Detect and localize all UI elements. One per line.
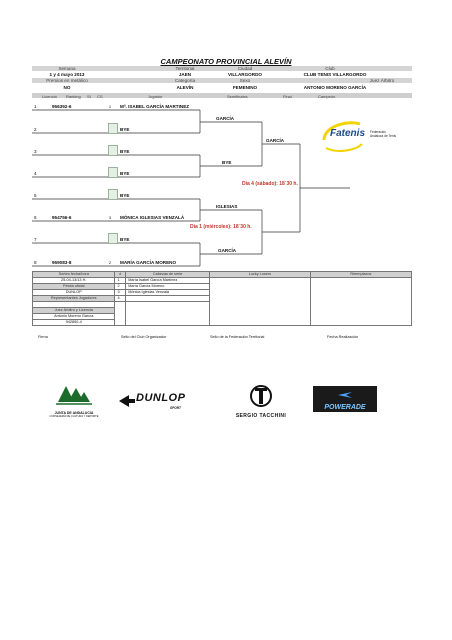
pos-number: 6 xyxy=(34,215,37,220)
column-header-band xyxy=(32,93,412,98)
signature-club: Sello del Club Organizador xyxy=(121,335,167,339)
empty-seed-box xyxy=(108,167,118,178)
seed-number: 1 xyxy=(108,104,112,109)
dunlop-arrow-icon xyxy=(119,395,135,407)
value-territorial: JAEN xyxy=(178,72,192,77)
seed-number: 2 xyxy=(108,260,112,265)
signature-firma: Firma xyxy=(38,335,48,339)
player-name: MARÍA GARCÍA MORENO xyxy=(120,260,177,265)
label-categoria: Categoría xyxy=(174,78,196,83)
value-categoria: ALEVÍN xyxy=(176,85,194,90)
powerade-logo: POWERADE xyxy=(313,386,377,412)
pos-number: 5 xyxy=(34,193,37,198)
label-premios: Premios en metálico xyxy=(46,78,88,83)
dunlop-name: DUNLOP xyxy=(136,392,186,404)
fatenis-logo: Fatenis Federación Andaluza de Tenis xyxy=(320,118,400,156)
label-club: Club xyxy=(325,66,335,71)
document-title: CAMPEONATO PROVINCIAL ALEVÍN xyxy=(160,57,292,66)
schedule-day1: Día 1 (miércoles): 18´30 h. xyxy=(190,224,252,230)
pos-number: 7 xyxy=(34,237,37,242)
player-name: BYE xyxy=(120,127,130,132)
player-name: Mª. ISABEL GARCÍA MARTINEZ xyxy=(120,104,190,109)
header-band-1 xyxy=(32,66,412,71)
label-juez: Juez Árbitro xyxy=(369,78,395,83)
empty-seed-box xyxy=(108,189,118,200)
col-jugador: Jugador xyxy=(148,93,163,99)
value-semana: 1 y 4 mayo 2013 xyxy=(49,72,85,77)
value-ciudad: VILLARGORDO xyxy=(228,72,262,77)
powerade-name: POWERADE xyxy=(324,404,366,411)
dunlop-sub: SPORT xyxy=(170,406,181,410)
empty-num-cell xyxy=(114,301,127,326)
pos-number: 2 xyxy=(34,127,37,132)
player-name: BYE xyxy=(120,171,130,176)
empty-name-cell xyxy=(125,301,211,326)
semifinal-winner: GARCÍA xyxy=(266,138,285,143)
signature-fecha: Fecha Realización xyxy=(327,335,359,339)
player-name: MÓNICA IGLESIAS VENZALÁ xyxy=(120,215,185,220)
junta-emblem-icon xyxy=(56,386,92,405)
label-territorial: Territorial xyxy=(175,66,195,71)
col-si: SI xyxy=(87,93,91,99)
tacchini-logo: SERGIO TACCHINI xyxy=(226,384,296,420)
bottom-info-table: Sorteo fecha/hora # Cabezas de serie Luc… xyxy=(31,271,413,326)
col-cs: CS xyxy=(97,93,103,99)
value-sexo: FEMENINO xyxy=(232,85,258,90)
col-final: Final xyxy=(283,93,292,99)
lucky-cell xyxy=(209,277,311,326)
powerade-bolt-icon xyxy=(338,392,352,398)
tacchini-emblem-icon xyxy=(250,385,272,407)
label-ciudad: Ciudad xyxy=(237,66,253,71)
tacchini-name: SERGIO TACCHINI xyxy=(235,413,287,419)
junta-sub: CONSEJERÍA DE CULTURA Y DEPORTE xyxy=(49,415,99,418)
col-licencia: Licencia xyxy=(42,93,57,99)
player-name: BYE xyxy=(120,237,130,242)
pos-number: 8 xyxy=(34,260,37,265)
round2-winner: BYE xyxy=(222,160,232,165)
pos-number: 4 xyxy=(34,171,37,176)
header-band-2 xyxy=(32,78,412,83)
pos-number: 1 xyxy=(34,104,37,109)
empty-seed-box xyxy=(108,123,118,134)
license-number: 956392-6 xyxy=(52,104,72,109)
license-number: 954756-6 xyxy=(52,215,72,220)
col-campeon: Campeón xyxy=(318,93,336,99)
round2-winner: GARCÍA xyxy=(218,248,237,253)
empty-seed-box xyxy=(108,145,118,156)
round2-winner: GARCÍA xyxy=(216,116,235,121)
junta-logo: JUNTA DE ANDALUCIA CONSEJERÍA DE CULTURA… xyxy=(44,382,104,422)
seed-number: 3 xyxy=(108,215,112,220)
player-name: BYE xyxy=(120,149,130,154)
schedule-day4: Día 4 (sábado): 18´30 h. xyxy=(242,181,298,187)
label-sexo: Sexo xyxy=(239,78,251,83)
col-semifinales: Semifinales xyxy=(227,93,248,99)
dunlop-logo: DUNLOP SPORT xyxy=(118,392,198,414)
license-number: 959083-8 xyxy=(52,260,72,265)
empty-seed-box xyxy=(108,233,118,244)
juez-license: 942890-4 xyxy=(31,319,116,326)
fatenis-sub: Federación Andaluza de Tenis xyxy=(370,130,396,138)
label-semana: Semana xyxy=(58,66,76,71)
player-name: BYE xyxy=(120,193,130,198)
value-premios: NO xyxy=(63,85,71,90)
col-ranking: Ranking xyxy=(66,93,81,99)
fatenis-brand: Fatenis xyxy=(330,128,366,139)
value-juez: ANTONIO MORENO GARCÍA xyxy=(303,85,367,90)
junta-name: JUNTA DE ANDALUCIA xyxy=(54,411,94,415)
pos-number: 3 xyxy=(34,149,37,154)
signature-federacion: Sello de la Federación Territorial xyxy=(210,335,265,339)
round2-winner: IGLESIAS xyxy=(216,204,238,209)
fatenis-swoosh-icon xyxy=(322,121,363,152)
value-club: CLUB TENIS VILLARGORDO xyxy=(303,72,367,77)
reemplazos-cell xyxy=(309,277,413,326)
